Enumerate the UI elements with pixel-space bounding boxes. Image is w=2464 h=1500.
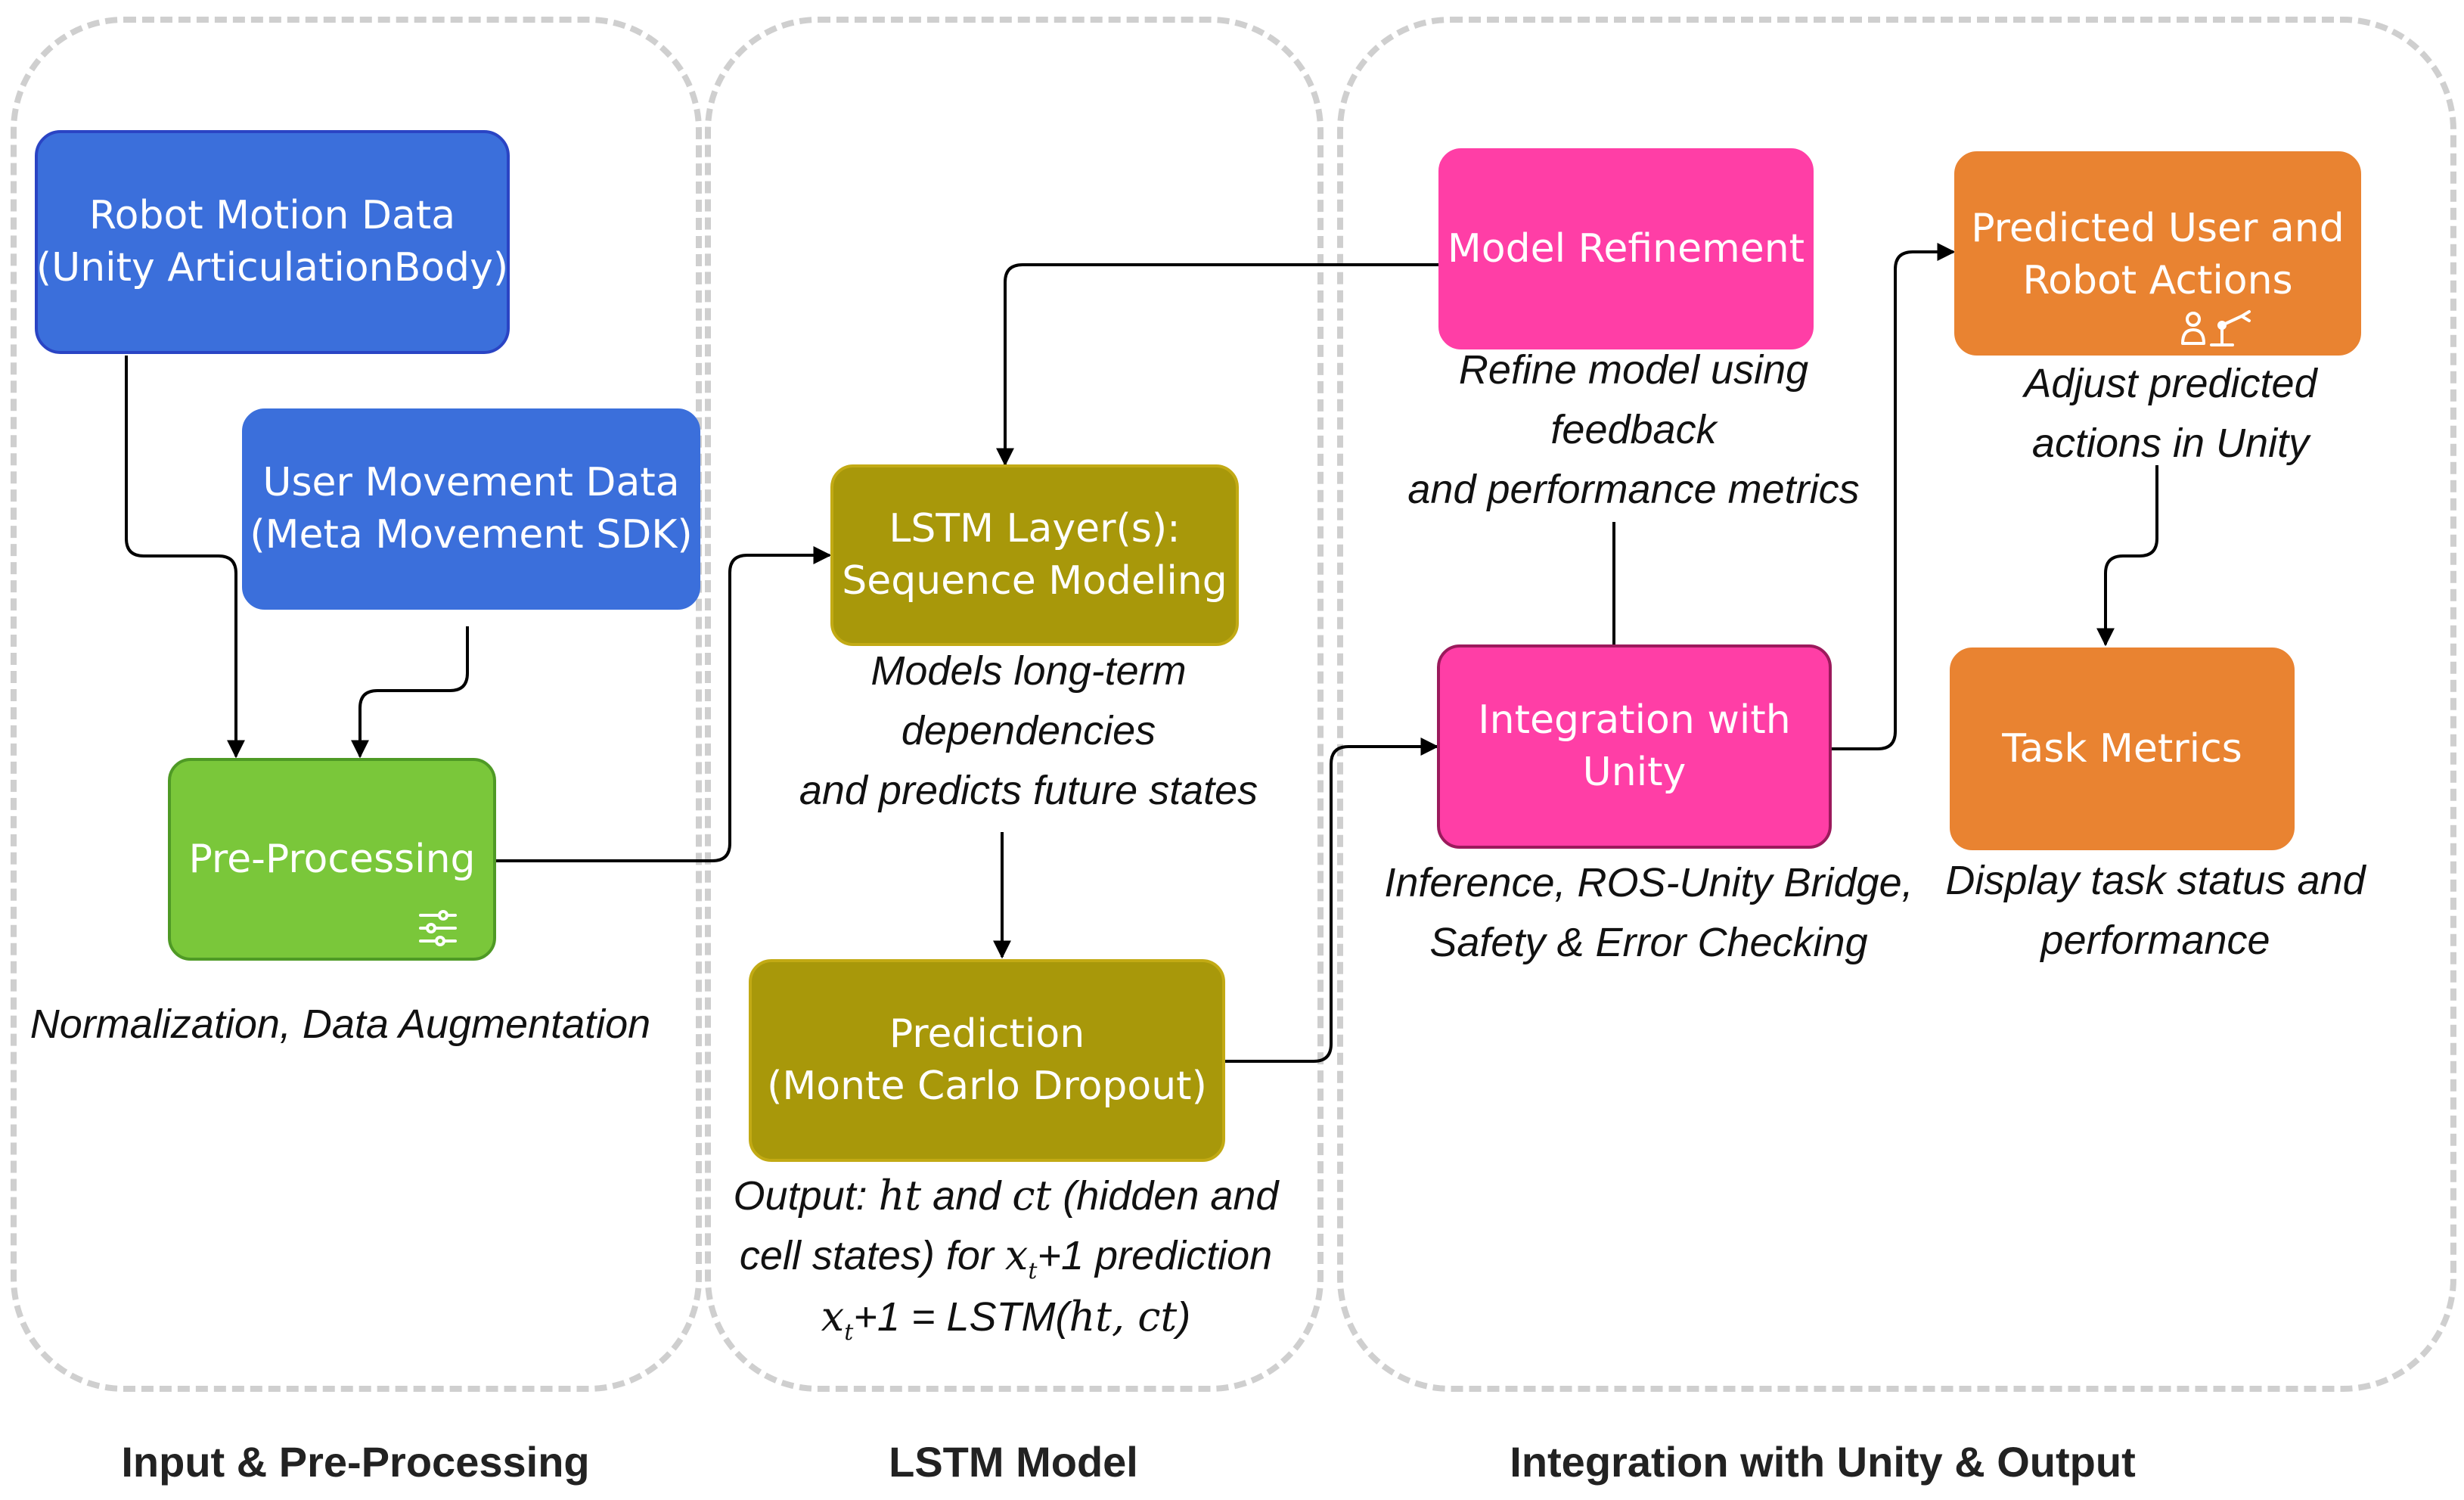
note-lstm-layers: Models long-term dependencies and predic… — [799, 648, 1258, 813]
arrow-preprocessing-to-lstm — [495, 546, 832, 862]
group-title-lstm: LSTM Model — [889, 1438, 1138, 1486]
node-integration-with-unity: Integration with Unity — [1437, 644, 1832, 849]
arrow-prediction-to-integration — [1225, 738, 1439, 1063]
note-predicted-actions: Adjust predicted actions in Unity — [2024, 361, 2317, 466]
note-preprocessing: Normalization, Data Augmentation — [29, 1002, 651, 1047]
arrow-integration-to-predicted — [1832, 243, 1956, 750]
node-task-metrics: Task Metrics — [1950, 648, 2295, 850]
note-task-metrics: Display task status and performance — [1945, 858, 2366, 963]
note-integration-unity: Inference, ROS-Unity Bridge, Safety & Er… — [1384, 860, 1913, 965]
node-model-refinement: Model Refinement — [1438, 148, 1814, 349]
group-integration-output — [1337, 17, 2456, 1392]
node-predicted-user-robot-actions: Predicted User and Robot Actions — [1954, 151, 2361, 356]
arrow-robot-to-preprocessing — [125, 356, 245, 759]
note-model-refinement: Refine model using feedback and performa… — [1407, 347, 1860, 512]
group-title-integration: Integration with Unity & Output — [1510, 1438, 2136, 1486]
node-lstm-layers: LSTM Layer(s): Sequence Modeling — [830, 464, 1239, 646]
arrow-user-to-preprocessing — [351, 626, 469, 759]
group-lstm-model — [705, 17, 1324, 1392]
arrow-refinement-to-lstm — [996, 263, 1441, 467]
node-preprocessing: Pre-Processing — [168, 758, 496, 961]
node-prediction: Prediction (Monte Carlo Dropout) — [749, 959, 1225, 1162]
note-prediction: Output: ht and ct (hidden and cell state… — [733, 1172, 1279, 1346]
node-user-movement-data: User Movement Data (Meta Movement SDK) — [242, 408, 700, 610]
group-title-input: Input & Pre-Processing — [121, 1438, 590, 1486]
node-robot-motion-data: Robot Motion Data (Unity ArticulationBod… — [35, 130, 510, 354]
sliders-icon — [419, 910, 457, 946]
arrow-predicted-to-taskmetrics — [2096, 465, 2158, 647]
group-input-preprocessing — [11, 17, 702, 1392]
user-robot-arm-icon — [2181, 310, 2251, 346]
